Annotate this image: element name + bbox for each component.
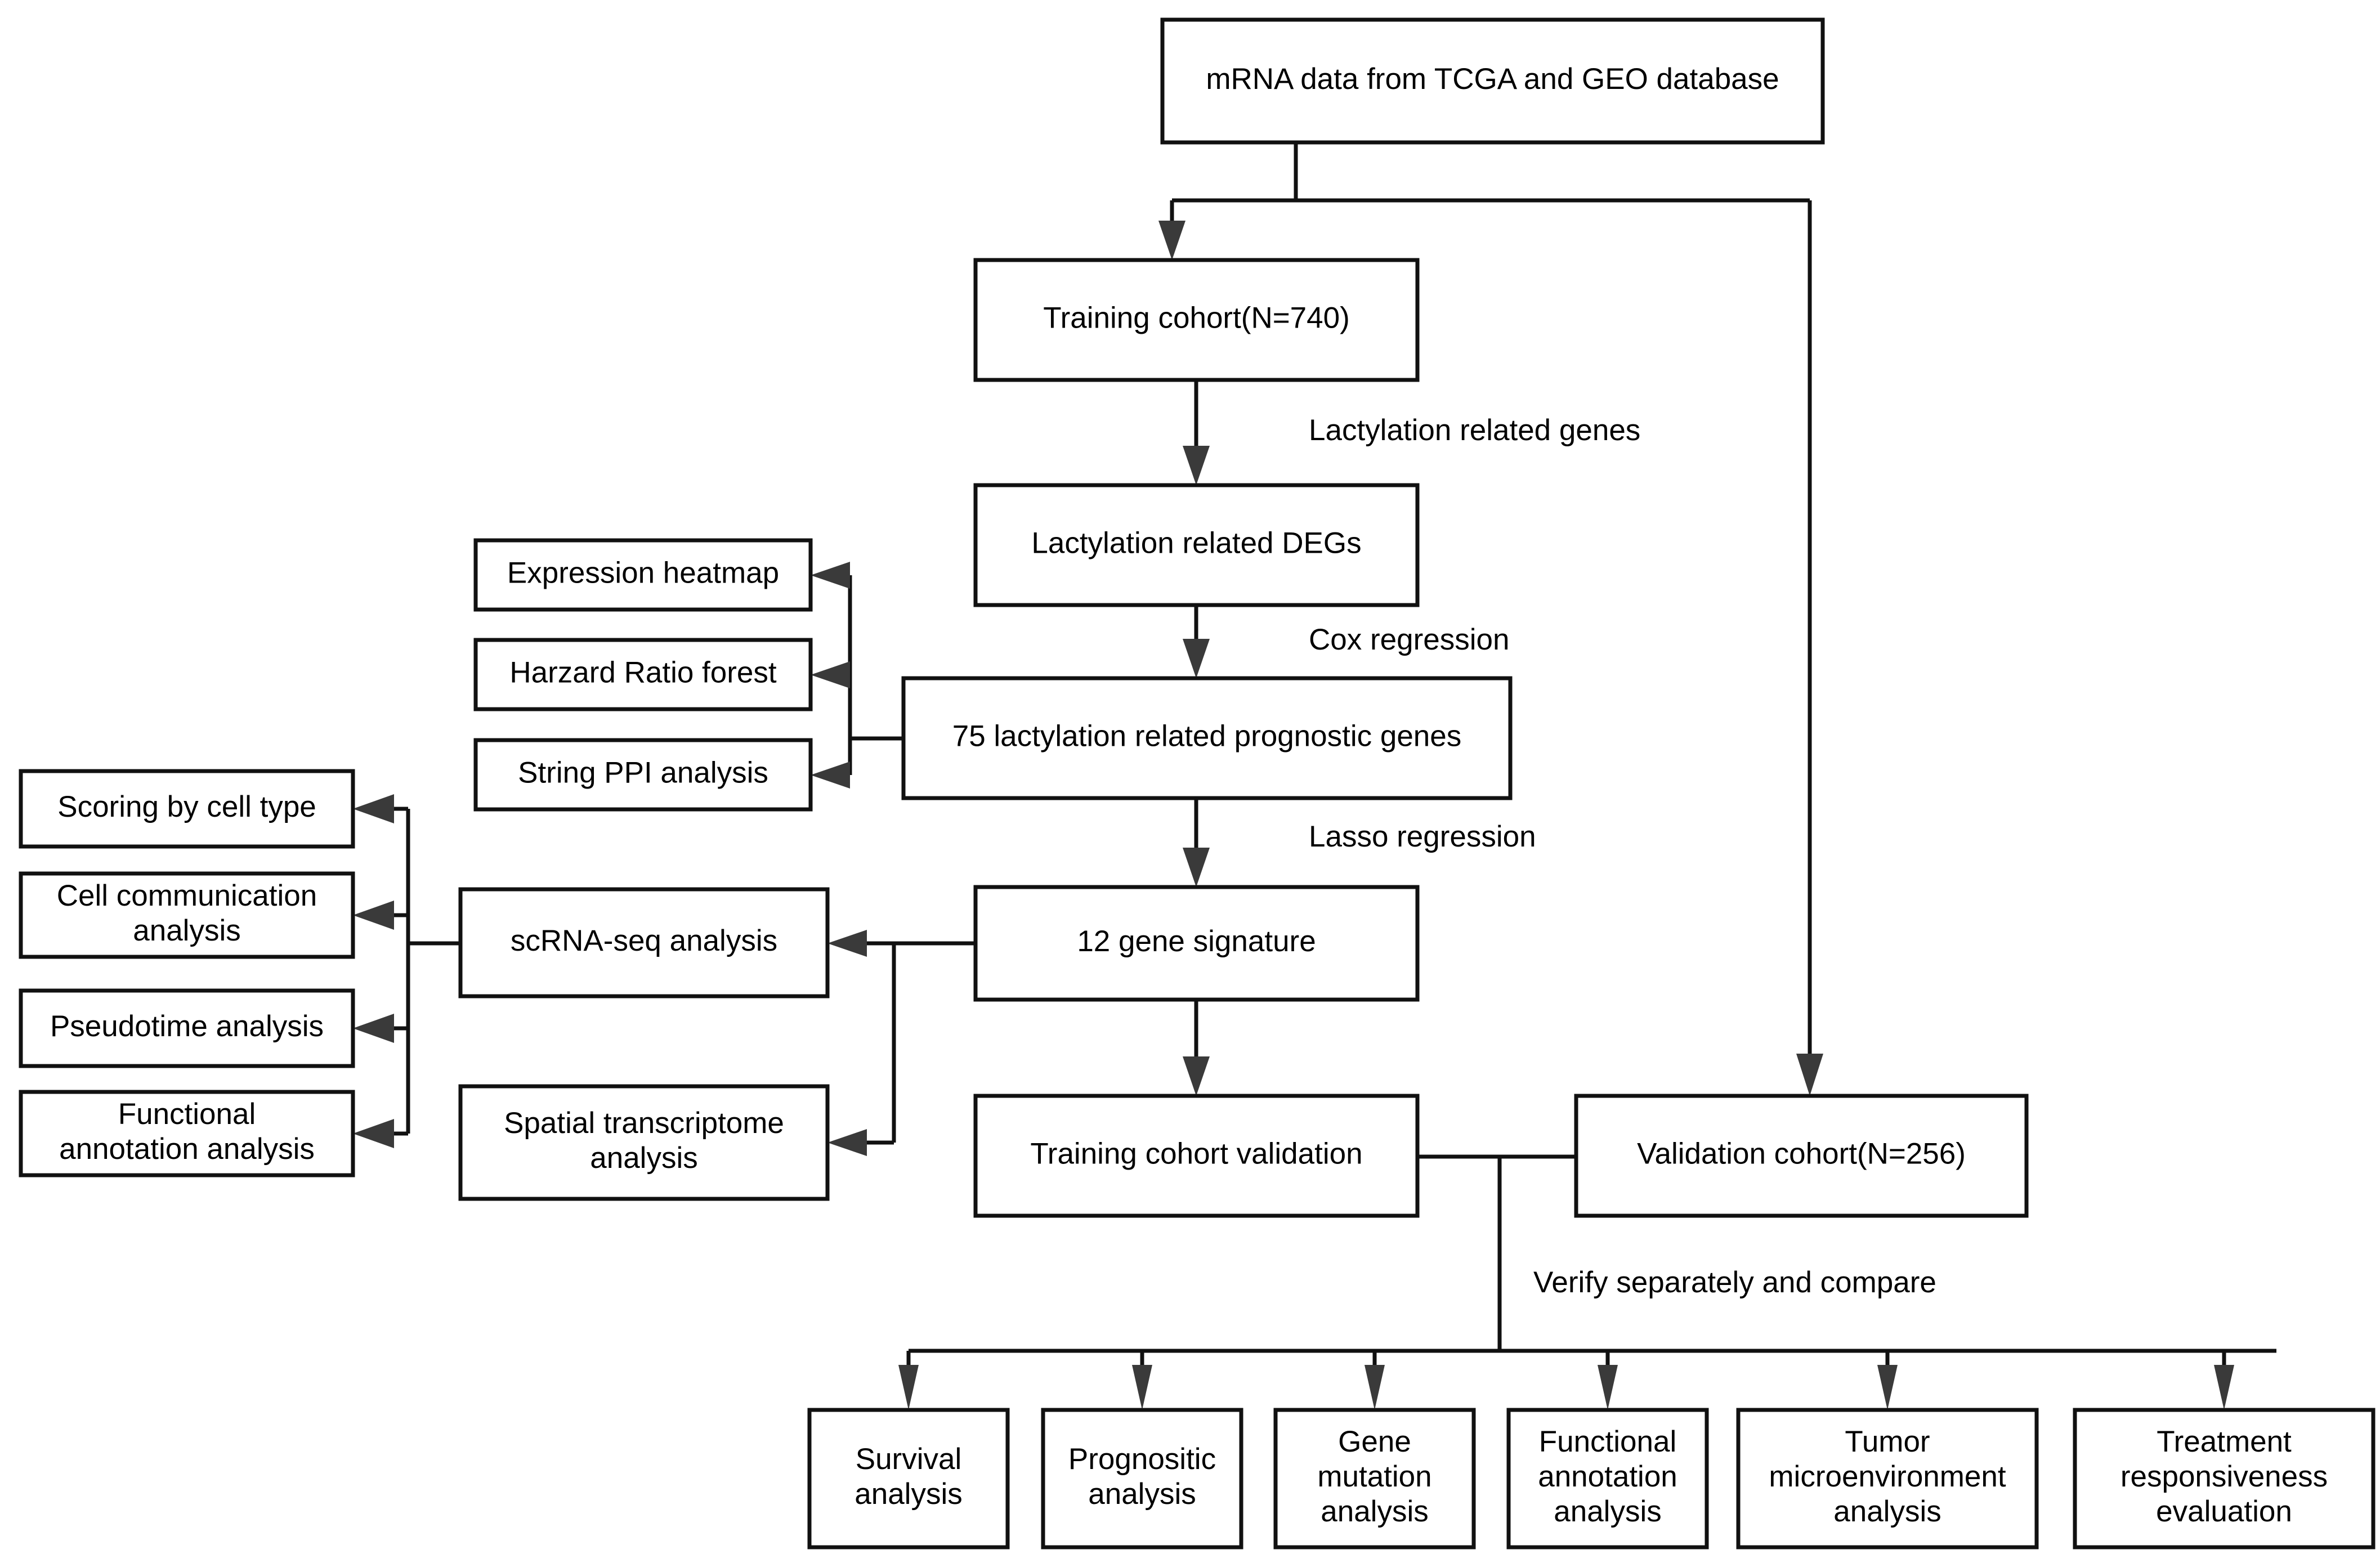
arrow-to-survival: [898, 1365, 919, 1410]
node-label-pseudotime: Pseudotime analysis: [50, 1010, 324, 1043]
node-boxes: mRNA data from TCGA and GEO databaseTrai…: [19, 17, 2375, 1549]
node-label-scoring: Scoring by cell type: [57, 790, 316, 823]
arrow-to-scoring: [353, 794, 394, 823]
node-trainval[interactable]: Training cohort validation: [973, 1094, 1420, 1218]
node-validation[interactable]: Validation cohort(N=256): [1574, 1094, 2029, 1218]
node-label-forest: Harzard Ratio forest: [509, 656, 777, 689]
arrow-to-signature: [1183, 848, 1210, 887]
node-forest[interactable]: Harzard Ratio forest: [473, 638, 813, 711]
connectors: [353, 142, 2276, 1410]
arrow-to-trainval: [1183, 1056, 1210, 1096]
arrow-to-heatmap: [811, 562, 850, 589]
arrow-to-validation: [1796, 1054, 1823, 1096]
node-box-scrna[interactable]: [458, 887, 830, 998]
node-training[interactable]: Training cohort(N=740): [973, 258, 1420, 382]
node-box-prognostic[interactable]: [901, 676, 1513, 800]
node-box-ppi[interactable]: [473, 738, 813, 812]
edge-label-cox-regression: Cox regression: [1309, 623, 1509, 656]
node-label-prognostic: 75 lactylation related prognostic genes: [952, 720, 1462, 753]
node-box-funcannot[interactable]: [19, 1090, 355, 1177]
node-box-prognositic[interactable]: [1041, 1408, 1243, 1549]
node-degs[interactable]: Lactylation related DEGs: [973, 483, 1420, 607]
node-label-degs: Lactylation related DEGs: [1031, 527, 1361, 560]
node-box-degs[interactable]: [973, 483, 1420, 607]
arrow-to-pseudotime: [353, 1014, 394, 1043]
node-signature[interactable]: 12 gene signature: [973, 885, 1420, 1002]
arrow-to-cellcomm: [353, 901, 394, 930]
node-box-mrna[interactable]: [1160, 17, 1825, 145]
node-ppi[interactable]: String PPI analysis: [473, 738, 813, 812]
node-box-spatial[interactable]: [458, 1084, 830, 1201]
node-label-training: Training cohort(N=740): [1043, 302, 1350, 335]
node-box-pseudotime[interactable]: [19, 988, 355, 1068]
edge-label-lasso-regression: Lasso regression: [1309, 820, 1536, 853]
node-box-cellcomm[interactable]: [19, 871, 355, 959]
node-prognostic[interactable]: 75 lactylation related prognostic genes: [901, 676, 1513, 800]
node-box-tme[interactable]: [1736, 1408, 2039, 1549]
arrow-to-genemut: [1365, 1365, 1385, 1410]
node-box-survival[interactable]: [807, 1408, 1010, 1549]
node-box-forest[interactable]: [473, 638, 813, 711]
edge-label-lactylation-related-genes: Lactylation related genes: [1309, 414, 1640, 447]
node-box-validation[interactable]: [1574, 1094, 2029, 1218]
node-scoring[interactable]: Scoring by cell type: [19, 769, 355, 849]
arrow-to-tme: [1877, 1365, 1898, 1410]
edge-scrna-left-rail: [394, 807, 460, 1136]
arrow-to-treatment: [2214, 1365, 2234, 1410]
node-mrna[interactable]: mRNA data from TCGA and GEO database: [1160, 17, 1825, 145]
arrow-to-degs: [1183, 446, 1210, 485]
node-heatmap[interactable]: Expression heatmap: [473, 538, 813, 612]
arrow-to-prognositic: [1132, 1365, 1152, 1410]
edge-label-verify-separately: Verify separately and compare: [1533, 1266, 1936, 1299]
node-box-signature[interactable]: [973, 885, 1420, 1002]
arrow-to-prognostic: [1183, 639, 1210, 678]
arrow-to-funcannot: [353, 1119, 394, 1148]
node-scrna[interactable]: scRNA-seq analysis: [458, 887, 830, 998]
node-label-heatmap: Expression heatmap: [507, 557, 779, 590]
node-box-trainval[interactable]: [973, 1094, 1420, 1218]
node-box-scoring[interactable]: [19, 769, 355, 849]
node-box-treatment[interactable]: [2073, 1408, 2375, 1549]
node-box-funcbottom[interactable]: [1506, 1408, 1709, 1549]
edge-prognostic-sidebranch: [844, 573, 903, 777]
node-label-ppi: String PPI analysis: [518, 756, 768, 790]
edge-signature-scrna-rail: [867, 941, 976, 1145]
node-label-mrna: mRNA data from TCGA and GEO database: [1206, 62, 1779, 96]
node-box-genemut[interactable]: [1273, 1408, 1476, 1549]
node-box-training[interactable]: [973, 258, 1420, 382]
node-label-trainval: Training cohort validation: [1030, 1137, 1362, 1171]
arrow-to-training: [1158, 221, 1185, 260]
arrow-to-forest: [811, 661, 850, 688]
arrow-to-spatial: [827, 1129, 867, 1156]
edge-mrna-split: [1172, 142, 1810, 203]
node-pseudotime[interactable]: Pseudotime analysis: [19, 988, 355, 1068]
node-label-signature: 12 gene signature: [1077, 925, 1316, 958]
arrow-to-ppi: [811, 762, 850, 789]
node-label-validation: Validation cohort(N=256): [1637, 1137, 1966, 1171]
node-label-scrna: scRNA-seq analysis: [511, 924, 777, 957]
arrow-to-funcbottom: [1598, 1365, 1618, 1410]
arrow-to-scrna: [827, 930, 867, 957]
node-box-heatmap[interactable]: [473, 538, 813, 612]
